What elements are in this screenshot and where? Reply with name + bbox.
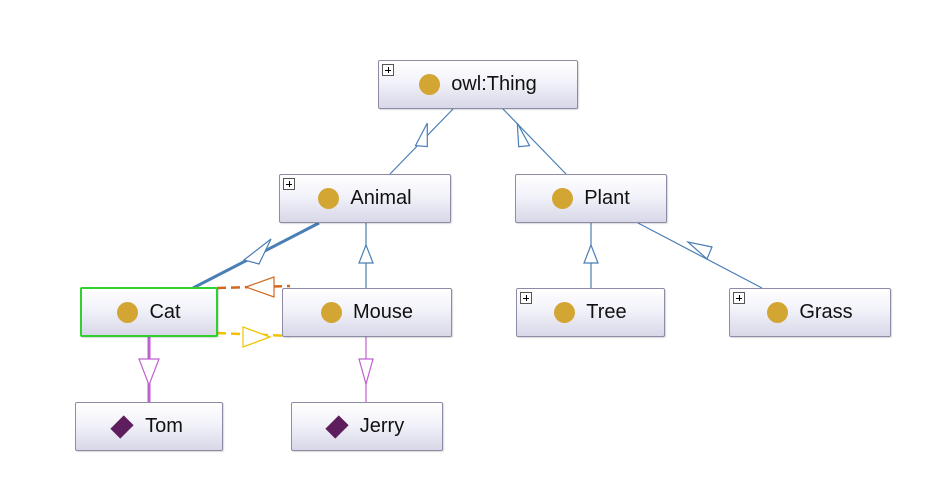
- arrowhead-cat-animal: [242, 238, 272, 265]
- class-icon: [554, 302, 576, 323]
- arrowhead-mouse-cat-orange: [244, 276, 275, 298]
- edge-plant-thing: [502, 108, 567, 175]
- node-tree[interactable]: Tree: [516, 288, 665, 337]
- node-owl-thing[interactable]: owl:Thing: [378, 60, 578, 109]
- node-label: Animal: [350, 187, 412, 209]
- individual-icon: [325, 414, 349, 439]
- node-tom[interactable]: Tom: [75, 402, 223, 451]
- individual-icon: [110, 414, 134, 439]
- arrowhead-cat-mouse-yellow: [242, 326, 272, 348]
- expand-icon[interactable]: [520, 292, 532, 304]
- arrowhead-grass-plant: [685, 240, 713, 261]
- class-icon: [767, 302, 789, 323]
- node-label: Grass: [799, 301, 853, 323]
- node-label: Plant: [584, 187, 630, 209]
- node-label: Jerry: [359, 415, 405, 437]
- arrowhead-tom-cat: [138, 358, 160, 387]
- arrowhead-animal-thing: [414, 122, 428, 148]
- class-icon: [419, 74, 441, 95]
- arrowhead-mouse-animal: [358, 243, 374, 264]
- class-icon: [117, 301, 139, 323]
- class-icon: [318, 188, 340, 209]
- node-label: Tree: [586, 301, 627, 323]
- arrowhead-plant-thing: [516, 122, 531, 148]
- node-plant[interactable]: Plant: [515, 174, 667, 223]
- node-jerry[interactable]: Jerry: [291, 402, 443, 451]
- node-grass[interactable]: Grass: [729, 288, 891, 337]
- node-cat[interactable]: Cat: [80, 287, 218, 337]
- arrowhead-jerry-mouse: [358, 358, 374, 387]
- edge-grass-plant: [637, 222, 763, 289]
- expand-icon[interactable]: [382, 64, 394, 76]
- node-animal[interactable]: Animal: [279, 174, 451, 223]
- node-label: Tom: [145, 415, 183, 437]
- node-mouse[interactable]: Mouse: [282, 288, 452, 337]
- node-label: owl:Thing: [451, 73, 537, 95]
- node-label: Mouse: [352, 301, 414, 323]
- arrowhead-tree-plant: [583, 243, 599, 264]
- class-icon: [552, 188, 574, 209]
- expand-icon[interactable]: [733, 292, 745, 304]
- class-icon: [320, 302, 342, 323]
- node-label: Cat: [149, 300, 181, 323]
- expand-icon[interactable]: [283, 178, 295, 190]
